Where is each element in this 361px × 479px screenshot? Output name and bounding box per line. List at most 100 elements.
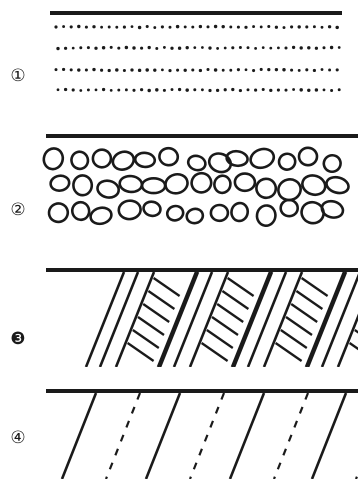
dot-mark xyxy=(132,46,135,49)
dot-mark xyxy=(70,68,73,71)
dot-mark xyxy=(216,89,219,92)
dot-mark xyxy=(92,25,95,28)
hatch-stroke xyxy=(138,317,164,335)
dot-mark xyxy=(229,69,232,72)
dot-mark xyxy=(231,46,234,49)
pebble-mark xyxy=(281,200,298,216)
hatch-stroke xyxy=(148,291,174,309)
pebble-mark xyxy=(300,173,328,198)
pebble-mark xyxy=(158,147,179,167)
hatch-stroke xyxy=(281,330,307,348)
pebble-mark xyxy=(230,202,249,223)
dot-mark xyxy=(138,26,141,29)
dot-mark xyxy=(123,26,126,29)
dot-mark xyxy=(284,46,287,49)
dot-mark xyxy=(338,88,341,91)
hatch-stroke xyxy=(133,330,159,348)
dot-mark xyxy=(298,25,301,28)
dot-mark xyxy=(277,88,280,91)
pebble-mark xyxy=(71,201,91,222)
dot-mark xyxy=(87,88,90,91)
dot-mark xyxy=(290,69,293,72)
pebble-mark xyxy=(256,204,277,227)
pebble-mark xyxy=(325,175,351,195)
pebble-mark xyxy=(96,179,120,200)
pebble-mark xyxy=(185,207,204,225)
dot-mark xyxy=(275,26,278,29)
dot-mark xyxy=(64,47,67,50)
dot-mark xyxy=(214,25,217,28)
dot-mark xyxy=(231,88,234,91)
dot-mark xyxy=(153,68,156,71)
dot-mark xyxy=(321,68,324,71)
hatch-stroke xyxy=(128,343,154,361)
dot-mark xyxy=(140,47,143,50)
dot-mark xyxy=(252,69,255,72)
dot-mark xyxy=(178,88,181,91)
dot-mark xyxy=(79,89,82,92)
dot-mark xyxy=(201,46,204,49)
pebble-mark xyxy=(69,150,90,171)
hatch-stroke xyxy=(296,291,322,309)
dot-mark xyxy=(176,25,179,28)
dot-mark xyxy=(138,69,141,72)
dot-mark xyxy=(145,68,148,71)
pebble-mark xyxy=(299,147,318,165)
dot-mark xyxy=(54,25,57,28)
dot-mark xyxy=(224,47,227,50)
dot-mark xyxy=(216,47,219,50)
hatch-stroke xyxy=(154,278,180,296)
dot-mark xyxy=(100,69,103,72)
pebble-mark xyxy=(255,177,278,200)
dot-mark xyxy=(237,26,240,29)
dot-mark xyxy=(146,25,149,28)
pebble-mark xyxy=(110,149,136,173)
hatch-stroke xyxy=(228,278,254,296)
dot-mark xyxy=(336,68,339,71)
dot-mark xyxy=(100,26,103,29)
dot-mark xyxy=(298,69,301,72)
dot-mark xyxy=(131,25,134,28)
dot-mark xyxy=(269,89,272,92)
dot-mark xyxy=(102,88,105,91)
dot-mark xyxy=(161,25,164,28)
dot-mark xyxy=(56,47,59,50)
pebble-mark xyxy=(277,152,297,172)
dot-mark xyxy=(163,46,166,49)
dot-mark xyxy=(125,46,128,49)
dot-mark xyxy=(292,88,295,91)
dot-mark xyxy=(153,26,156,29)
dot-mark xyxy=(277,46,280,49)
panel-3-hatched-layer xyxy=(46,270,361,367)
dot-mark xyxy=(208,89,211,92)
dot-mark xyxy=(208,46,211,49)
solid-slant-line xyxy=(312,393,346,479)
dot-mark xyxy=(315,88,318,91)
dot-mark xyxy=(92,68,95,71)
pebble-mark xyxy=(41,146,65,171)
dot-mark xyxy=(155,47,158,50)
dot-mark xyxy=(123,69,126,72)
dot-mark xyxy=(305,68,308,71)
dot-mark xyxy=(229,26,232,29)
pebble-mark xyxy=(321,153,343,174)
band-line xyxy=(264,272,302,367)
dot-mark xyxy=(185,88,188,91)
dot-mark xyxy=(237,68,240,71)
dot-mark xyxy=(260,26,263,29)
pebble-mark xyxy=(276,177,303,202)
pebble-mark xyxy=(119,175,143,193)
dot-mark xyxy=(262,88,265,91)
hatch-stroke xyxy=(202,343,228,361)
dot-mark xyxy=(292,46,295,49)
panel-3-pattern xyxy=(86,272,361,367)
dot-mark xyxy=(267,68,270,71)
hatch-stroke xyxy=(302,278,328,296)
dot-mark xyxy=(79,46,82,49)
dot-mark xyxy=(62,68,65,71)
hatch-stroke xyxy=(143,304,169,322)
panel-1-label: ① xyxy=(5,64,31,90)
dot-mark xyxy=(262,46,265,49)
pebble-mark xyxy=(248,146,276,171)
dot-mark xyxy=(283,26,286,29)
